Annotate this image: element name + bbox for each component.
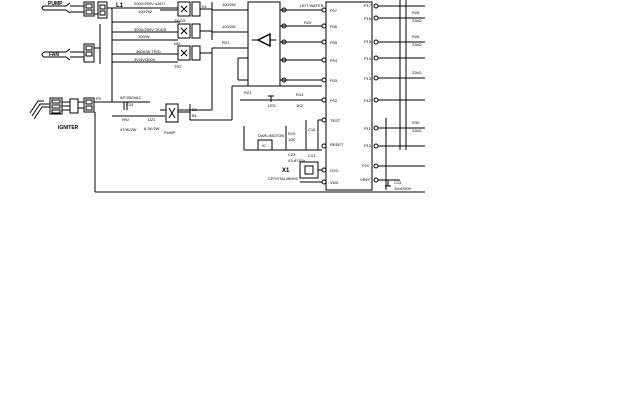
svg-text:RESET: RESET	[330, 142, 344, 147]
p9-label: P9	[96, 96, 102, 101]
svg-text:P07: P07	[330, 8, 338, 13]
svg-text:LED: LED	[268, 103, 276, 108]
fan-label: FAN	[49, 52, 59, 58]
svg-text:100/2W: 100/2W	[222, 24, 236, 29]
svg-text:R30: R30	[412, 120, 420, 125]
svg-text:IC: IC	[262, 143, 266, 148]
svg-text:300V/250V TK/D5: 300V/250V TK/D5	[134, 27, 167, 32]
svg-text:C13: C13	[394, 180, 402, 185]
svg-text:10nF/50V: 10nF/50V	[394, 186, 412, 191]
p9-connector: P9	[78, 96, 102, 113]
svg-text:R21: R21	[222, 40, 230, 45]
svg-text:P10: P10	[364, 143, 372, 148]
svg-text:VREF: VREF	[360, 177, 371, 182]
svg-text:R13: R13	[296, 92, 304, 97]
svg-text:C24: C24	[126, 102, 134, 107]
svg-text:TEST: TEST	[330, 118, 341, 123]
svg-text:R20: R20	[304, 20, 312, 25]
microcontroller: P07 P06 P05 P04 P03 P02 TEST RESET OSC V…	[321, 1, 373, 191]
svg-text:22kΩ: 22kΩ	[412, 42, 421, 47]
svg-text:P05: P05	[330, 40, 338, 45]
crystal-reset: DARLINGTON IC R10 10K C23 47uF/35V C15 C…	[243, 119, 322, 183]
svg-text:R26: R26	[412, 34, 420, 39]
svg-text:B3: B3	[192, 107, 198, 112]
svg-text:DARLINGTON: DARLINGTON	[258, 133, 284, 138]
svg-text:CRYSTAL/8MHZ: CRYSTAL/8MHZ	[268, 176, 299, 181]
svg-text:PUMP: PUMP	[164, 130, 176, 135]
svg-text:22kΩ: 22kΩ	[412, 70, 421, 75]
relay-k3: 360V/W TR/D NIZ 3V/3V/300V TR2	[112, 41, 201, 69]
svg-text:R10: R10	[288, 131, 296, 136]
pump-connector: PUMP	[41, 1, 95, 17]
svg-text:100/2W: 100/2W	[222, 2, 236, 7]
svg-text:K1: K1	[202, 4, 208, 9]
svg-text:100/2W: 100/2W	[138, 9, 152, 14]
igniter-label: IGNITER	[58, 125, 79, 131]
mcu-left-pins: P07 P06 P05 P04 P03 P02 TEST RESET OSC V…	[330, 8, 344, 185]
svg-text:C13: C13	[308, 153, 316, 158]
darlington-array	[247, 1, 290, 87]
svg-text:HOT WATER: HOT WATER	[300, 3, 324, 8]
svg-text:TK/D5: TK/D5	[174, 18, 186, 23]
svg-text:P17: P17	[364, 3, 372, 8]
svg-text:22kΩ: 22kΩ	[412, 128, 421, 133]
svg-text:1K2: 1K2	[296, 103, 304, 108]
svg-text:P12: P12	[364, 98, 372, 103]
svg-text:NIZ: NIZ	[174, 41, 181, 46]
svg-text:TR2: TR2	[174, 64, 182, 69]
relay-k1: 200V/250V 4J/D7 K1 100/2W	[112, 1, 208, 17]
svg-text:360V/W TR/D: 360V/W TR/D	[136, 49, 161, 54]
l1-inductor: L1	[94, 1, 124, 22]
svg-text:P20: P20	[362, 163, 370, 168]
svg-text:P04: P04	[330, 58, 338, 63]
svg-text:DZ1: DZ1	[148, 117, 156, 122]
igniter-connector: IGNITER	[29, 97, 79, 131]
led-branch: R21 LED R13 1K2	[232, 85, 327, 108]
svg-text:R21: R21	[244, 90, 252, 95]
svg-text:3V/3V/300V: 3V/3V/300V	[134, 57, 156, 62]
svg-text:P14: P14	[364, 56, 372, 61]
svg-text:C23: C23	[288, 152, 296, 157]
input-resistors: 100/2W 100/2W R21	[212, 2, 248, 81]
svg-text:VDD: VDD	[330, 180, 339, 185]
svg-text:470K/2W: 470K/2W	[120, 127, 137, 132]
l1-label: L1	[116, 3, 124, 9]
right-bus: R25 22kΩ R26 22kΩ 22kΩ R30 22kΩ C13 10nF…	[378, 0, 425, 191]
svg-text:P02: P02	[330, 98, 338, 103]
svg-text:100/W: 100/W	[138, 34, 150, 39]
svg-text:R92: R92	[122, 117, 130, 122]
svg-text:47uF/35V: 47uF/35V	[288, 158, 306, 163]
svg-text:22kΩ: 22kΩ	[412, 18, 421, 23]
svg-text:B1: B1	[192, 113, 198, 118]
svg-text:OSC: OSC	[330, 168, 339, 173]
svg-text:P06: P06	[330, 24, 338, 29]
fan-connector: FAN	[41, 24, 101, 64]
svg-text:P16: P16	[364, 16, 372, 21]
svg-text:R25: R25	[412, 10, 420, 15]
svg-text:6.2K/3W: 6.2K/3W	[144, 126, 160, 131]
svg-text:P03: P03	[330, 78, 338, 83]
pump-label: PUMP	[48, 1, 63, 7]
svg-text:200V/250V 4J/D7: 200V/250V 4J/D7	[134, 1, 166, 6]
relay-k2: 300V/250V TK/D5 TK/D5 100/W	[112, 18, 201, 41]
svg-text:P15: P15	[364, 39, 372, 44]
svg-text:P13: P13	[364, 76, 372, 81]
svg-text:X1: X1	[282, 168, 290, 174]
driver-outputs: HOT WATER R20	[281, 3, 324, 83]
svg-text:5/F/250VAC: 5/F/250VAC	[120, 95, 142, 100]
svg-text:C15: C15	[308, 127, 316, 132]
svg-text:P11: P11	[364, 126, 372, 131]
svg-text:10K: 10K	[288, 137, 295, 142]
igniter-drive: 5/F/250VAC C24 R92 470K/2W DZ1 6.2K/3W P…	[112, 86, 233, 135]
